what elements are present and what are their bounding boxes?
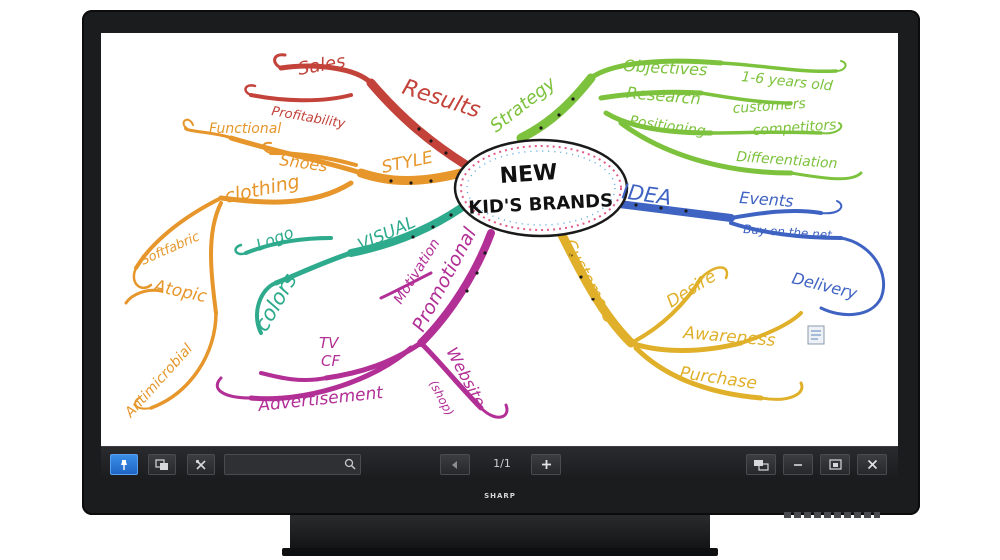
- label-awareness: Awareness: [682, 323, 777, 351]
- search-input[interactable]: [228, 457, 338, 472]
- branch-strategy: [516, 58, 863, 181]
- add-page-button[interactable]: [531, 454, 561, 475]
- search-icon[interactable]: [344, 458, 356, 470]
- label-cf: CF: [321, 352, 340, 370]
- label-shop: (shop): [426, 378, 456, 418]
- branch-promotional: [215, 229, 509, 419]
- display-mode-icon: [754, 459, 769, 471]
- note-icon: [807, 325, 825, 345]
- label-results: Results: [399, 75, 483, 124]
- prev-page-button[interactable]: [440, 454, 470, 475]
- center-title-line1: NEW: [499, 160, 558, 189]
- label-visual: VISUAL: [355, 212, 419, 255]
- label-desire: Desire: [663, 266, 720, 312]
- label-delivery: Delivery: [790, 268, 860, 303]
- mind-map: NEW KID'S BRANDS Results Sales Profitabi…: [121, 51, 886, 421]
- label-objectives: Objectives: [623, 56, 708, 79]
- search-box[interactable]: [224, 454, 361, 475]
- branch-results: [244, 53, 471, 170]
- minimize-icon: [794, 463, 802, 466]
- label-customers-strategy: customers: [732, 96, 806, 117]
- label-competitors: competitors: [752, 117, 837, 139]
- label-functional: Functional: [209, 121, 281, 137]
- branch-visual: [234, 197, 475, 335]
- stand-base: [282, 548, 718, 556]
- label-differentiation: Differentiation: [736, 149, 838, 172]
- branch-customers: [556, 228, 804, 401]
- branch-idea: [607, 199, 886, 317]
- label-tv: TV: [319, 334, 340, 352]
- minimize-button[interactable]: [783, 454, 813, 475]
- label-research: Research: [626, 83, 702, 108]
- label-customers: Customers: [559, 236, 620, 326]
- bottom-toolbar: 1/1: [101, 446, 898, 481]
- close-button[interactable]: [857, 454, 887, 475]
- label-atopic: Atopic: [151, 276, 209, 307]
- window-button[interactable]: [820, 454, 850, 475]
- pages-icon: [155, 458, 168, 470]
- label-events: Events: [739, 188, 794, 211]
- pin-icon: [121, 459, 127, 470]
- display-mode-button[interactable]: [746, 454, 776, 475]
- label-strategy: Strategy: [486, 73, 560, 137]
- plus-icon: [541, 460, 551, 469]
- brand-logo: SHARP: [484, 492, 516, 500]
- branch-style: [124, 118, 466, 410]
- label-sales: Sales: [296, 51, 347, 80]
- pin-button[interactable]: [110, 454, 138, 475]
- display-stand: [290, 515, 710, 553]
- whiteboard-screen[interactable]: NEW KID'S BRANDS Results Sales Profitabi…: [101, 33, 898, 446]
- label-1-6-years-old: 1-6 years old: [741, 69, 834, 95]
- tools-icon: [195, 459, 206, 470]
- page-indicator: 1/1: [493, 457, 511, 470]
- label-buy-on-the-net: Buy on the net: [743, 222, 834, 242]
- window-icon: [828, 459, 842, 470]
- label-antimicrobial: Antimicrobial: [121, 341, 196, 421]
- hardware-buttons: [784, 512, 880, 518]
- close-icon: [867, 459, 877, 470]
- center-bubble: NEW KID'S BRANDS: [453, 138, 629, 238]
- label-advertisement: Advertisement: [256, 383, 385, 416]
- pages-button[interactable]: [148, 454, 176, 475]
- tools-button[interactable]: [187, 454, 215, 475]
- label-logo: Logo: [253, 223, 296, 255]
- label-style: STYLE: [380, 148, 435, 178]
- label-shoes: Shoes: [278, 150, 328, 176]
- label-profitability: Profitability: [270, 104, 346, 132]
- prev-arrow-icon: [452, 460, 457, 469]
